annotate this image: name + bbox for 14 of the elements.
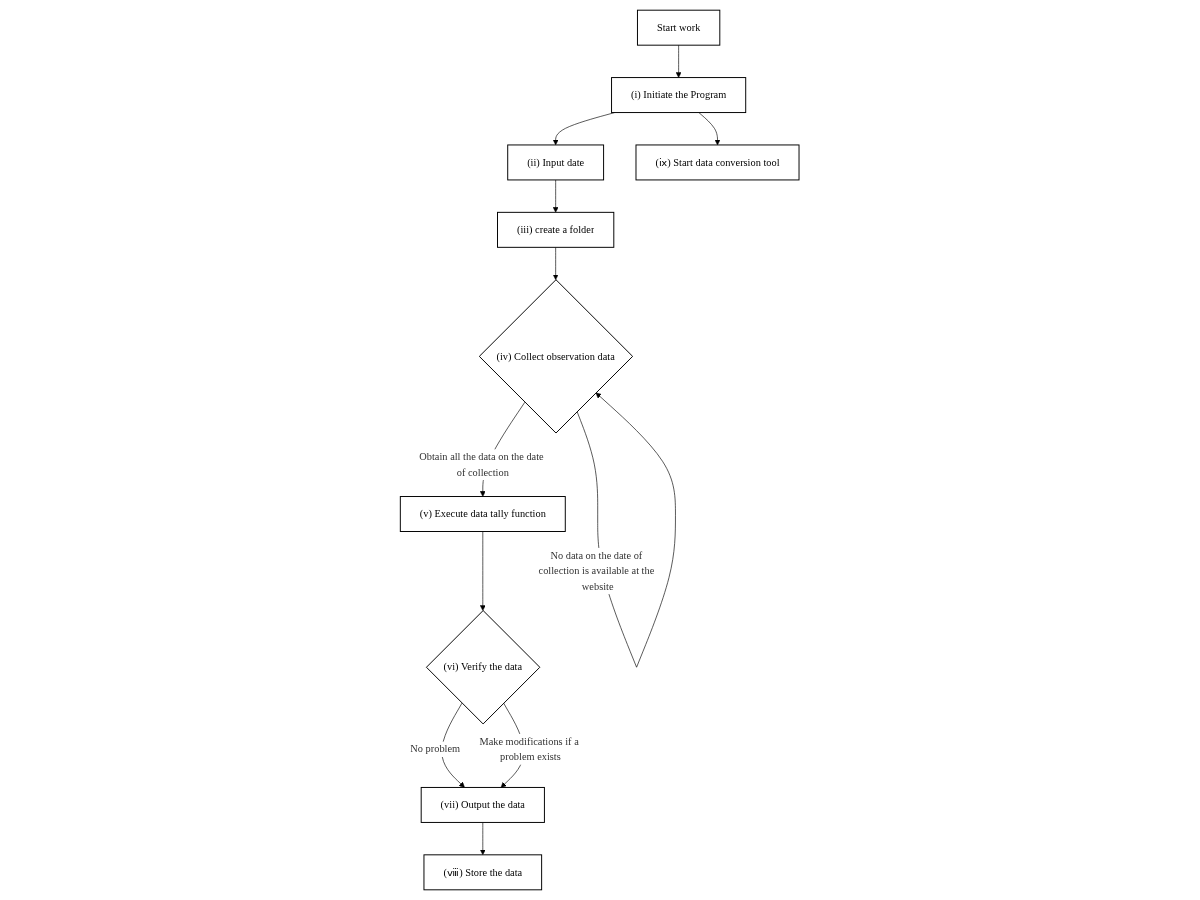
- node-box: (iii) create a folder: [497, 211, 615, 248]
- node-box: (v) Execute data tally function: [400, 496, 567, 532]
- node-box: Start work: [637, 9, 721, 46]
- node-box: (i) Initiate the Program: [611, 77, 747, 114]
- node-diamond: (iv) Collect observation data: [479, 279, 634, 434]
- node-box: (ⅸ) Start data conversion tool: [635, 144, 800, 181]
- node-box: (ii) Input date: [507, 144, 605, 181]
- edge-label: No data on the date of collection is available at the website: [538, 549, 655, 592]
- node-box: (vii) Output the data: [421, 786, 546, 823]
- edge-label: Make modifications if a problem exists: [479, 735, 580, 763]
- edge-label: Obtain all the data on the date of collection: [419, 451, 545, 478]
- node-diamond: (vi) Verify the data: [426, 610, 541, 725]
- edge-label: No problem: [410, 743, 461, 755]
- node-box: (ⅷ) Store the data: [423, 854, 543, 891]
